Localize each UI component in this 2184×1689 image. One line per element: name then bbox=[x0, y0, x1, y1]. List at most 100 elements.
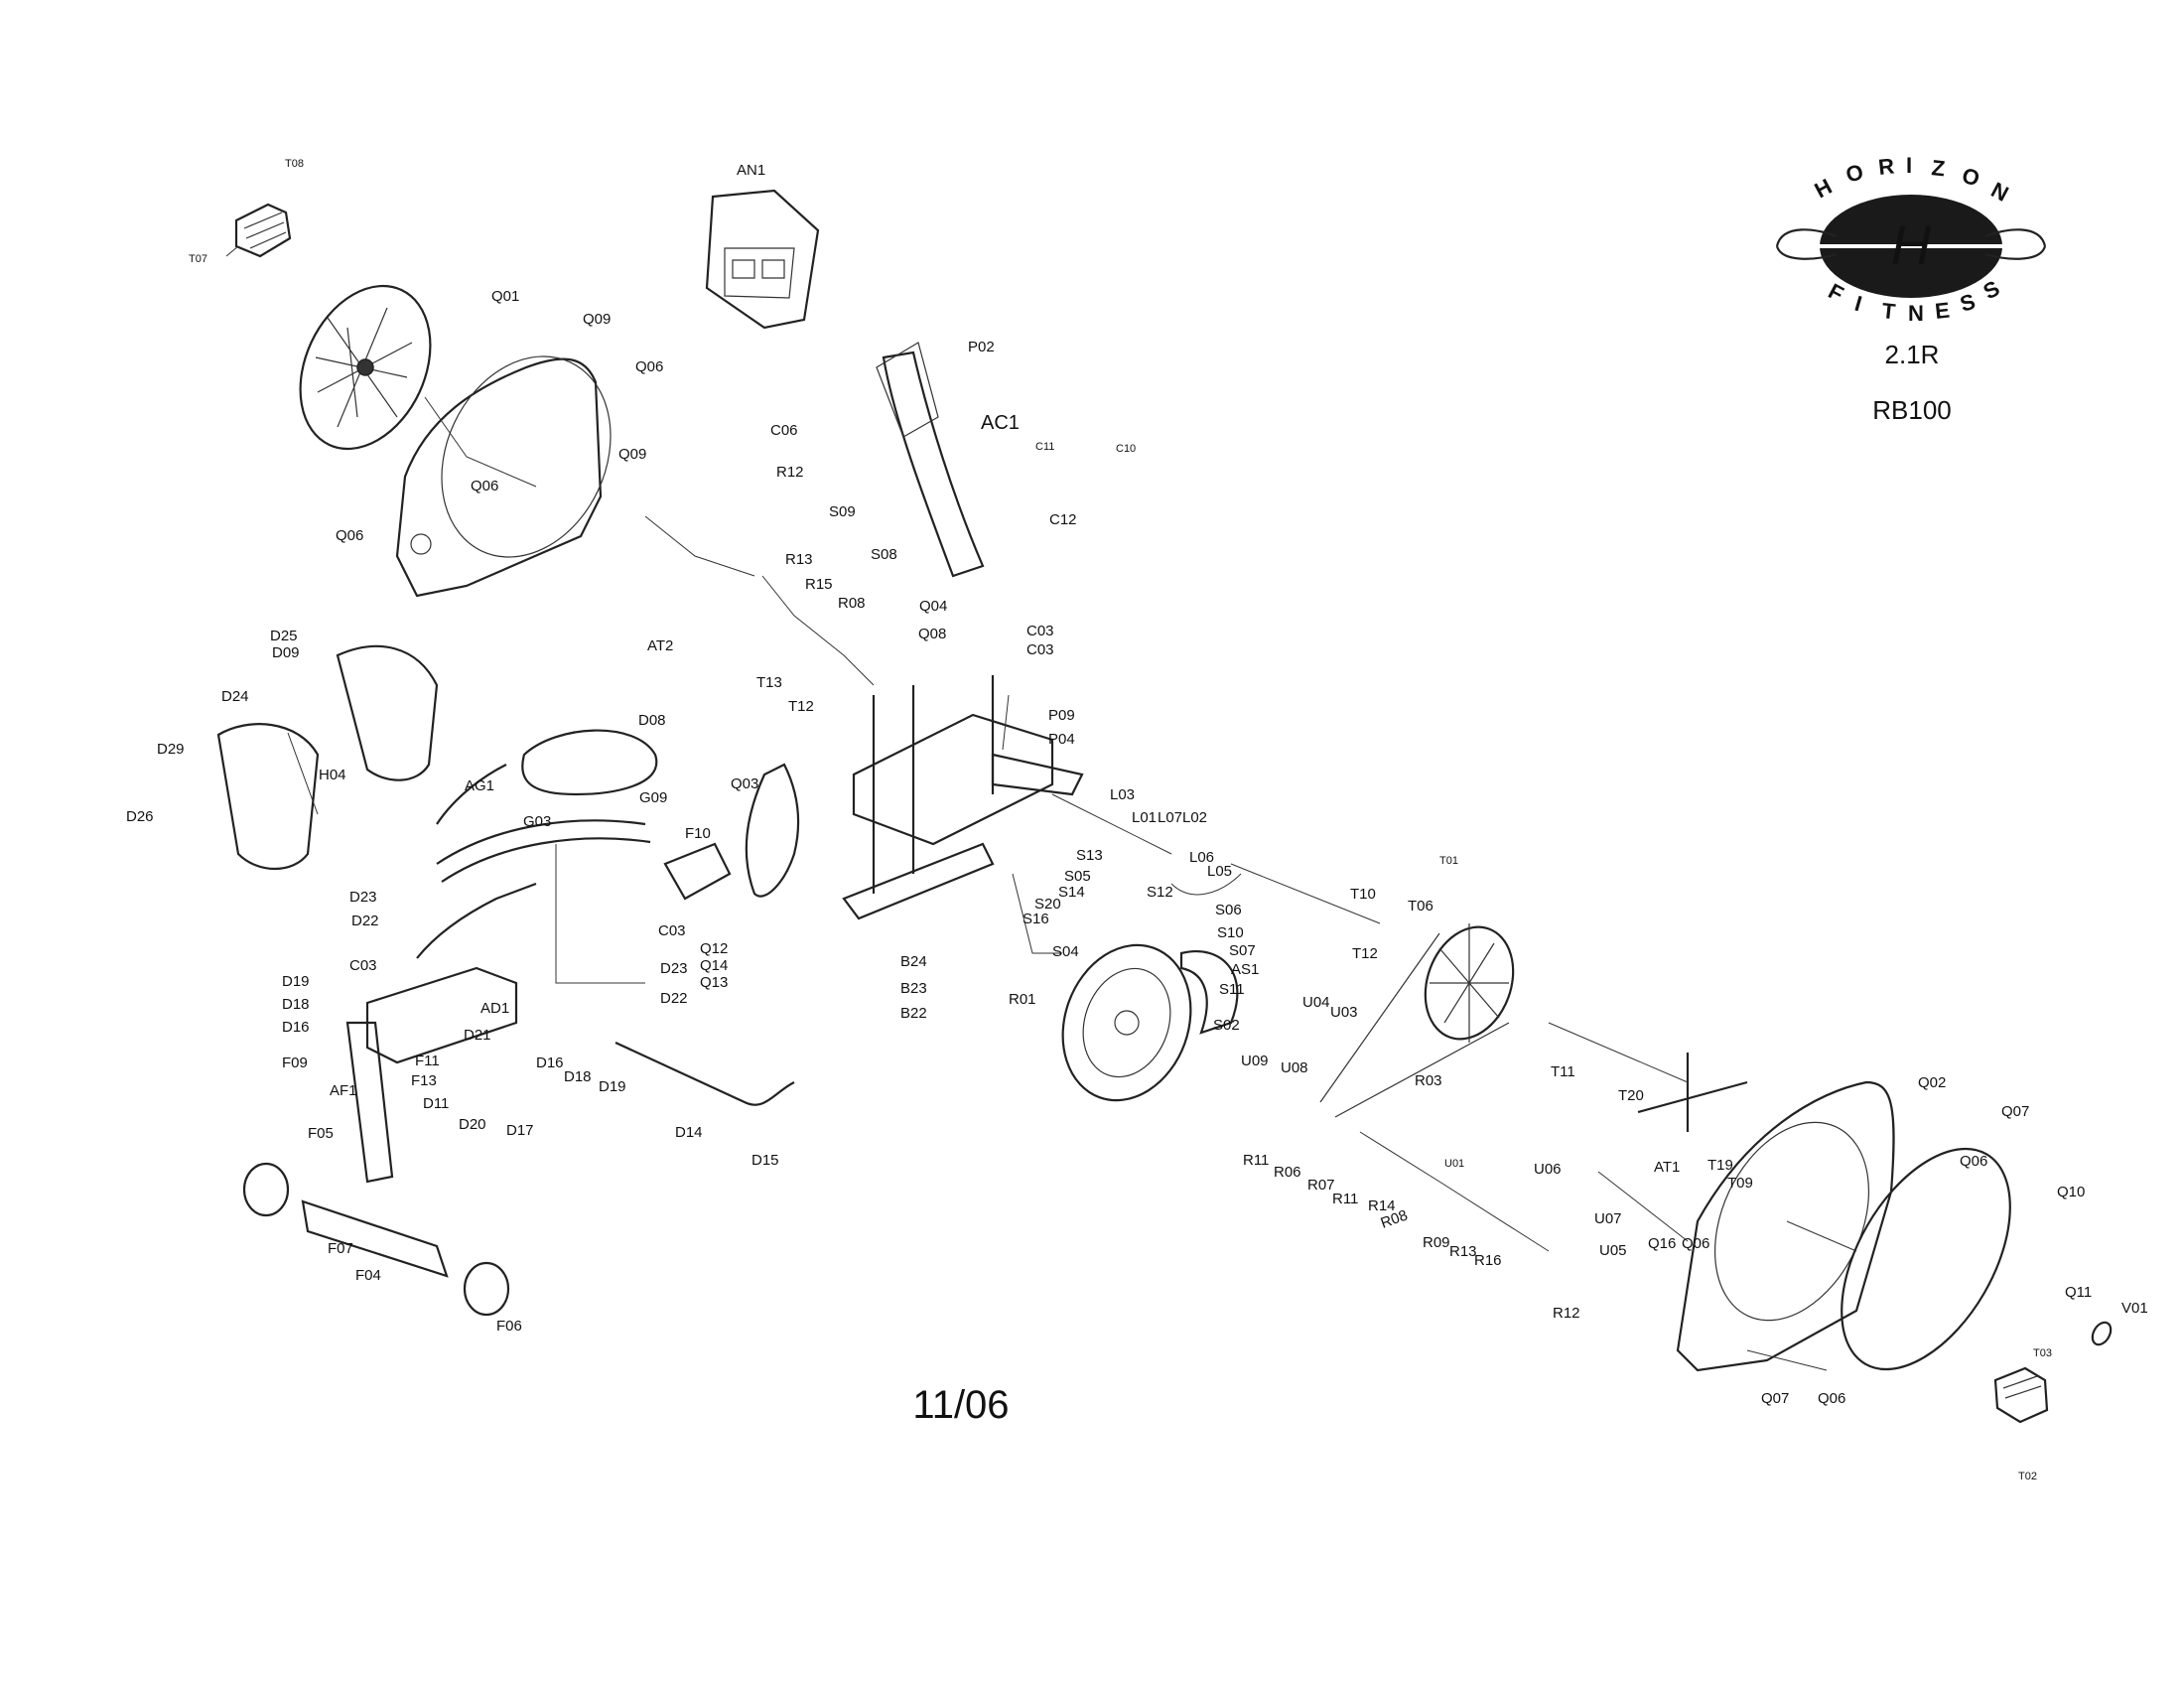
label-C03: C03 bbox=[1026, 641, 1054, 658]
label-S04: S04 bbox=[1052, 943, 1079, 960]
logo-swoosh-left bbox=[1775, 228, 1838, 260]
label-R08: R08 bbox=[838, 595, 866, 612]
label-R16: R16 bbox=[1474, 1252, 1502, 1269]
label-S10: S10 bbox=[1217, 924, 1244, 941]
revision-date: 11/06 bbox=[912, 1383, 1009, 1427]
seat-cushion-part bbox=[521, 729, 658, 796]
label-C12: C12 bbox=[1049, 511, 1077, 528]
label-S02: S02 bbox=[1213, 1017, 1240, 1034]
label-F07: F07 bbox=[328, 1240, 353, 1257]
label-Q01: Q01 bbox=[491, 288, 519, 305]
label-R13: R13 bbox=[785, 551, 813, 568]
label-AN1: AN1 bbox=[737, 162, 765, 179]
label-D11: D11 bbox=[423, 1095, 449, 1112]
label-Q07: Q07 bbox=[1761, 1390, 1789, 1407]
label-P04: P04 bbox=[1048, 731, 1075, 748]
label-T11: T11 bbox=[1551, 1063, 1575, 1080]
model-code: RB100 bbox=[1872, 395, 1952, 425]
label-S06: S06 bbox=[1215, 902, 1242, 918]
label-T20: T20 bbox=[1618, 1087, 1644, 1104]
label-T06: T06 bbox=[1408, 898, 1433, 915]
leader-lines bbox=[225, 245, 1857, 1371]
label-G03: G03 bbox=[523, 813, 551, 830]
label-Q12: Q12 bbox=[700, 940, 728, 957]
label-D14: D14 bbox=[675, 1124, 703, 1141]
model-number: 2.1R bbox=[1885, 340, 1940, 369]
label-S05: S05 bbox=[1064, 868, 1091, 885]
label-F04: F04 bbox=[355, 1267, 381, 1284]
label-S13: S13 bbox=[1076, 847, 1103, 864]
label-T19: T19 bbox=[1707, 1157, 1733, 1174]
label-C03: C03 bbox=[1026, 623, 1054, 639]
label-P09: P09 bbox=[1048, 707, 1075, 724]
logo-arc-letter: S bbox=[1979, 275, 2005, 305]
label-P02: P02 bbox=[968, 339, 995, 355]
logo-arc-letter: O bbox=[1843, 159, 1867, 188]
label-D22: D22 bbox=[660, 990, 688, 1007]
logo-arc-letter: T bbox=[1880, 298, 1898, 324]
magnetic-brake-part bbox=[1179, 950, 1239, 1035]
seat-handlebar-part bbox=[416, 764, 537, 959]
label-U05: U05 bbox=[1599, 1242, 1627, 1259]
label-T12: T12 bbox=[788, 698, 814, 715]
left-pedal-part bbox=[234, 203, 292, 258]
label-D18: D18 bbox=[564, 1068, 592, 1085]
label-S16: S16 bbox=[1023, 911, 1049, 927]
label-Q06: Q06 bbox=[1818, 1390, 1845, 1407]
label-L03: L03 bbox=[1110, 786, 1135, 803]
label-R11: R11 bbox=[1243, 1152, 1269, 1169]
label-S09: S09 bbox=[829, 503, 856, 520]
label-L07: L07 bbox=[1158, 809, 1182, 826]
label-U06: U06 bbox=[1534, 1161, 1562, 1178]
label-G09: G09 bbox=[639, 789, 667, 806]
label-Q06: Q06 bbox=[1960, 1153, 1987, 1170]
label-S11: S11 bbox=[1219, 981, 1245, 998]
label-L01: L01 bbox=[1132, 809, 1157, 826]
label-AT1: AT1 bbox=[1654, 1159, 1680, 1176]
label-B24: B24 bbox=[900, 953, 927, 970]
label-D26: D26 bbox=[126, 808, 154, 825]
logo-arc-letter: R bbox=[1877, 153, 1897, 180]
label-Q16: Q16 bbox=[1648, 1235, 1676, 1252]
label-Q03: Q03 bbox=[731, 775, 758, 792]
label-B23: B23 bbox=[900, 980, 927, 997]
label-AS1: AS1 bbox=[1231, 961, 1259, 978]
label-S12: S12 bbox=[1147, 884, 1173, 901]
label-D08: D08 bbox=[638, 712, 666, 729]
label-C03: C03 bbox=[349, 957, 377, 974]
label-U01: U01 bbox=[1444, 1158, 1464, 1170]
logo-arc-letter: S bbox=[1957, 288, 1979, 317]
label-D29: D29 bbox=[157, 741, 185, 758]
part-labels: T08 T07 AN1 Q01 Q09 Q06 Q06 Q06 Q09 P02 … bbox=[126, 158, 2148, 1482]
logo-letter: H bbox=[1891, 213, 1932, 276]
label-T08: T08 bbox=[285, 158, 304, 170]
label-D24: D24 bbox=[221, 688, 249, 705]
logo-arc-letter: I bbox=[1852, 291, 1867, 317]
left-shroud-cover-part bbox=[395, 355, 612, 598]
label-Q09: Q09 bbox=[583, 311, 611, 328]
label-L06: L06 bbox=[1189, 849, 1214, 866]
label-U03: U03 bbox=[1330, 1004, 1358, 1021]
rear-stabilizer-part bbox=[242, 1162, 510, 1317]
label-R12: R12 bbox=[1553, 1305, 1580, 1322]
label-D20: D20 bbox=[459, 1116, 486, 1133]
left-flywheel-disc-part bbox=[299, 284, 432, 451]
label-Q06: Q06 bbox=[635, 358, 663, 375]
label-U09: U09 bbox=[1241, 1053, 1269, 1069]
handlebar-grip-part bbox=[663, 842, 732, 901]
label-S20: S20 bbox=[1034, 896, 1061, 913]
label-T07: T07 bbox=[189, 253, 207, 265]
label-T09: T09 bbox=[1727, 1175, 1753, 1192]
label-T02: T02 bbox=[2018, 1471, 2037, 1482]
label-Q14: Q14 bbox=[700, 957, 728, 974]
logo-swoosh-right bbox=[1984, 228, 2047, 260]
label-S14: S14 bbox=[1058, 884, 1085, 901]
label-C03: C03 bbox=[658, 922, 686, 939]
label-T13: T13 bbox=[756, 674, 782, 691]
rear-frame-part bbox=[345, 966, 518, 1184]
label-F09: F09 bbox=[282, 1055, 308, 1071]
logo-arc-letter: Z bbox=[1930, 155, 1948, 181]
label-R07: R07 bbox=[1307, 1177, 1335, 1194]
front-stanchion-cover-part bbox=[745, 763, 800, 898]
